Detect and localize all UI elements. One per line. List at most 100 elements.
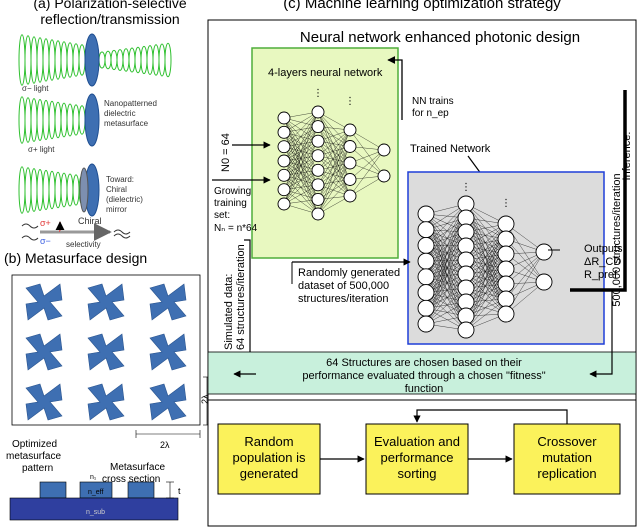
n1-label: n₁: [90, 474, 97, 481]
beam-ring: [24, 35, 32, 85]
nn-node: [417, 252, 435, 270]
beam-ring: [30, 36, 38, 84]
nn-edge: [283, 111, 319, 147]
nn-edge: [317, 141, 351, 197]
chosen-1: 64 Structures are chosen based on their: [326, 357, 522, 369]
beam-ring: [134, 46, 142, 74]
growing-1: Growing: [214, 186, 251, 197]
nn-edge: [465, 231, 507, 270]
panel-a: (a) Polarization-selective reflection/tr…: [18, 0, 187, 249]
beam-ring: [24, 97, 32, 143]
nn-edge: [465, 283, 507, 331]
nn-edge: [465, 238, 507, 289]
nn-edge: [465, 245, 507, 285]
nn-edge: [317, 111, 351, 147]
nn-edge: [317, 162, 351, 186]
step-random-box: [217, 423, 321, 495]
step2-line2: performance: [381, 450, 454, 465]
beam-ring: [42, 169, 50, 211]
nn-node: [311, 149, 325, 163]
beam-ring: [72, 43, 80, 77]
beam-ring: [66, 103, 74, 137]
nn-edge: [465, 253, 507, 303]
beam-ring: [152, 44, 160, 76]
beam-ring: [60, 41, 68, 79]
nn-edge: [505, 251, 545, 300]
beam-ring: [36, 37, 44, 83]
beam-ring: [78, 105, 86, 135]
nn-node: [343, 123, 357, 137]
beam-ring: [36, 169, 44, 211]
pinwheel-element: [25, 283, 63, 321]
trained-network: ⋮⋮: [417, 182, 553, 339]
nn-edge: [317, 170, 351, 197]
nn-edge: [465, 223, 507, 275]
beam-ring: [78, 44, 86, 76]
nn-training-network: ⋮⋮: [277, 88, 391, 221]
nn-edge: [283, 111, 319, 162]
beam-ring: [72, 174, 80, 206]
nn-edge: [465, 268, 507, 303]
panel-b: (b) Metasurface design 2λ 2λ Optimized m…: [4, 250, 211, 521]
chiral-label: Chiral: [78, 216, 102, 226]
nn-edge: [465, 203, 507, 240]
nn-node: [343, 140, 357, 153]
nn-edge: [317, 155, 351, 197]
nn-edge: [317, 111, 351, 164]
inference-2: 500,000 structures/iteration: [611, 173, 623, 306]
beam-ring: [140, 45, 148, 75]
nn-edge: [425, 213, 467, 261]
mirror-label-4: mirror: [106, 205, 127, 214]
nn-node: [497, 290, 515, 308]
optimized-label-3: pattern: [22, 463, 53, 474]
sigma-minus-symbol: σ−: [40, 236, 51, 246]
cross-label-1: Metasurface: [110, 462, 165, 473]
nn-edge: [425, 231, 467, 277]
trained-network-label: Trained Network: [410, 143, 491, 155]
nn-node: [497, 230, 515, 248]
step1-line3: generated: [240, 466, 299, 481]
nn-edge: [425, 217, 467, 262]
step2-line1: Evaluation and: [374, 434, 460, 449]
selectivity-label: selectivity: [66, 240, 101, 249]
nn-node: [497, 305, 515, 323]
nn-node: [277, 154, 291, 168]
outputs-2: ΔR_CD: [584, 256, 621, 268]
nn-node: [277, 168, 291, 182]
beam-ring: [122, 48, 130, 72]
panel-c: (c) Machine learning optimization strate…: [207, 0, 637, 527]
metasurface-label-1: Nanopatterned: [104, 99, 157, 108]
nn-edge: [425, 229, 467, 275]
nn-edge: [465, 268, 507, 317]
nn-edge: [425, 261, 467, 303]
nn-edge: [425, 259, 467, 309]
nn-edge: [425, 276, 467, 317]
beam-ring: [158, 43, 166, 77]
nn-edge: [465, 223, 507, 261]
pinwheel-element: [25, 333, 63, 371]
nn-node: [311, 178, 325, 192]
period-label-horizontal: 2λ: [160, 440, 170, 450]
beam-ring: [98, 51, 106, 69]
inference-1: Inference:: [621, 132, 633, 181]
beam-ring: [18, 34, 26, 86]
nn-node: [417, 284, 435, 302]
nn-node: [311, 207, 325, 221]
mirror-label-1: Toward:: [106, 175, 134, 184]
nn-edge: [317, 179, 351, 215]
nn-node: [497, 275, 515, 293]
nn-trains-1: NN trains: [412, 96, 454, 107]
nn-edge: [317, 129, 351, 171]
nn-edge: [465, 217, 507, 270]
pinwheel-element: [149, 333, 187, 371]
nn-edge: [425, 287, 467, 325]
nn-edge: [465, 253, 507, 289]
nn-node: [377, 143, 391, 157]
beam-ring: [18, 166, 26, 214]
beam-ring: [18, 96, 26, 144]
step-evaluation-box: [365, 423, 469, 495]
nn-edge: [283, 170, 319, 205]
metasurface-disk-2: [84, 93, 100, 147]
cross-label-2: cross section: [102, 474, 160, 485]
